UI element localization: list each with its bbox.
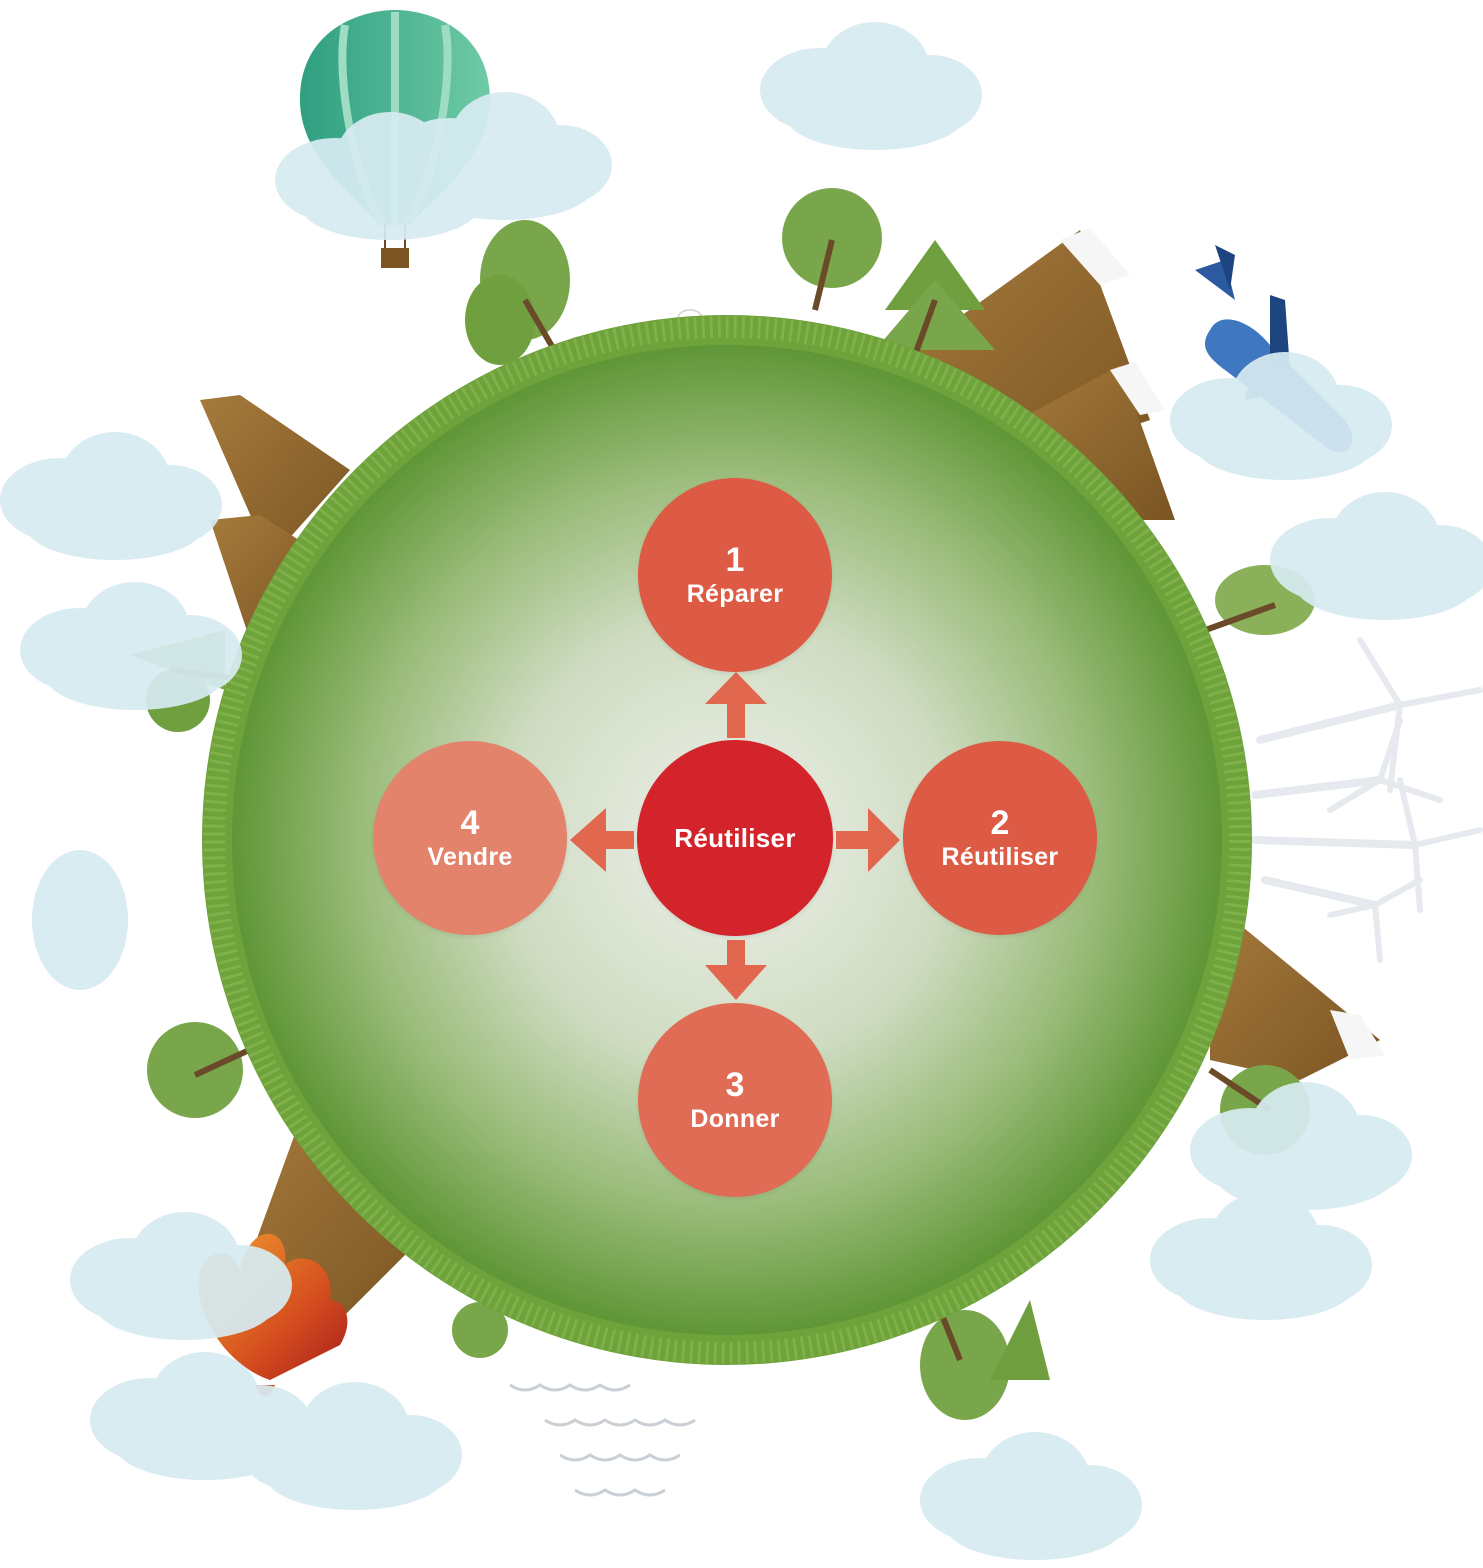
node-2-label: Réutiliser — [941, 843, 1059, 871]
arrow-right — [836, 808, 900, 872]
tree-icon — [130, 188, 1315, 1420]
node-4: 4 Vendre — [373, 741, 567, 935]
cloud-icon — [0, 22, 1483, 1560]
node-1-label: Réparer — [686, 580, 784, 608]
node-1: 1 Réparer — [638, 478, 832, 672]
wind-turbine-icon — [1251, 637, 1483, 963]
arrow-up — [705, 672, 767, 738]
arrows — [570, 672, 900, 1000]
arrow-down — [705, 940, 767, 1000]
arrow-left — [570, 808, 634, 872]
node-4-number: 4 — [460, 804, 480, 842]
water-waves-icon — [509, 1383, 696, 1497]
node-4-label: Vendre — [427, 843, 513, 871]
center-node: Réutiliser — [637, 740, 833, 936]
node-3: 3 Donner — [638, 1003, 832, 1197]
node-2: 2 Réutiliser — [903, 741, 1097, 935]
node-2-number: 2 — [990, 804, 1010, 842]
node-3-number: 3 — [725, 1066, 745, 1104]
node-3-label: Donner — [690, 1105, 780, 1133]
center-node-label: Réutiliser — [674, 823, 796, 853]
node-1-number: 1 — [725, 541, 745, 579]
